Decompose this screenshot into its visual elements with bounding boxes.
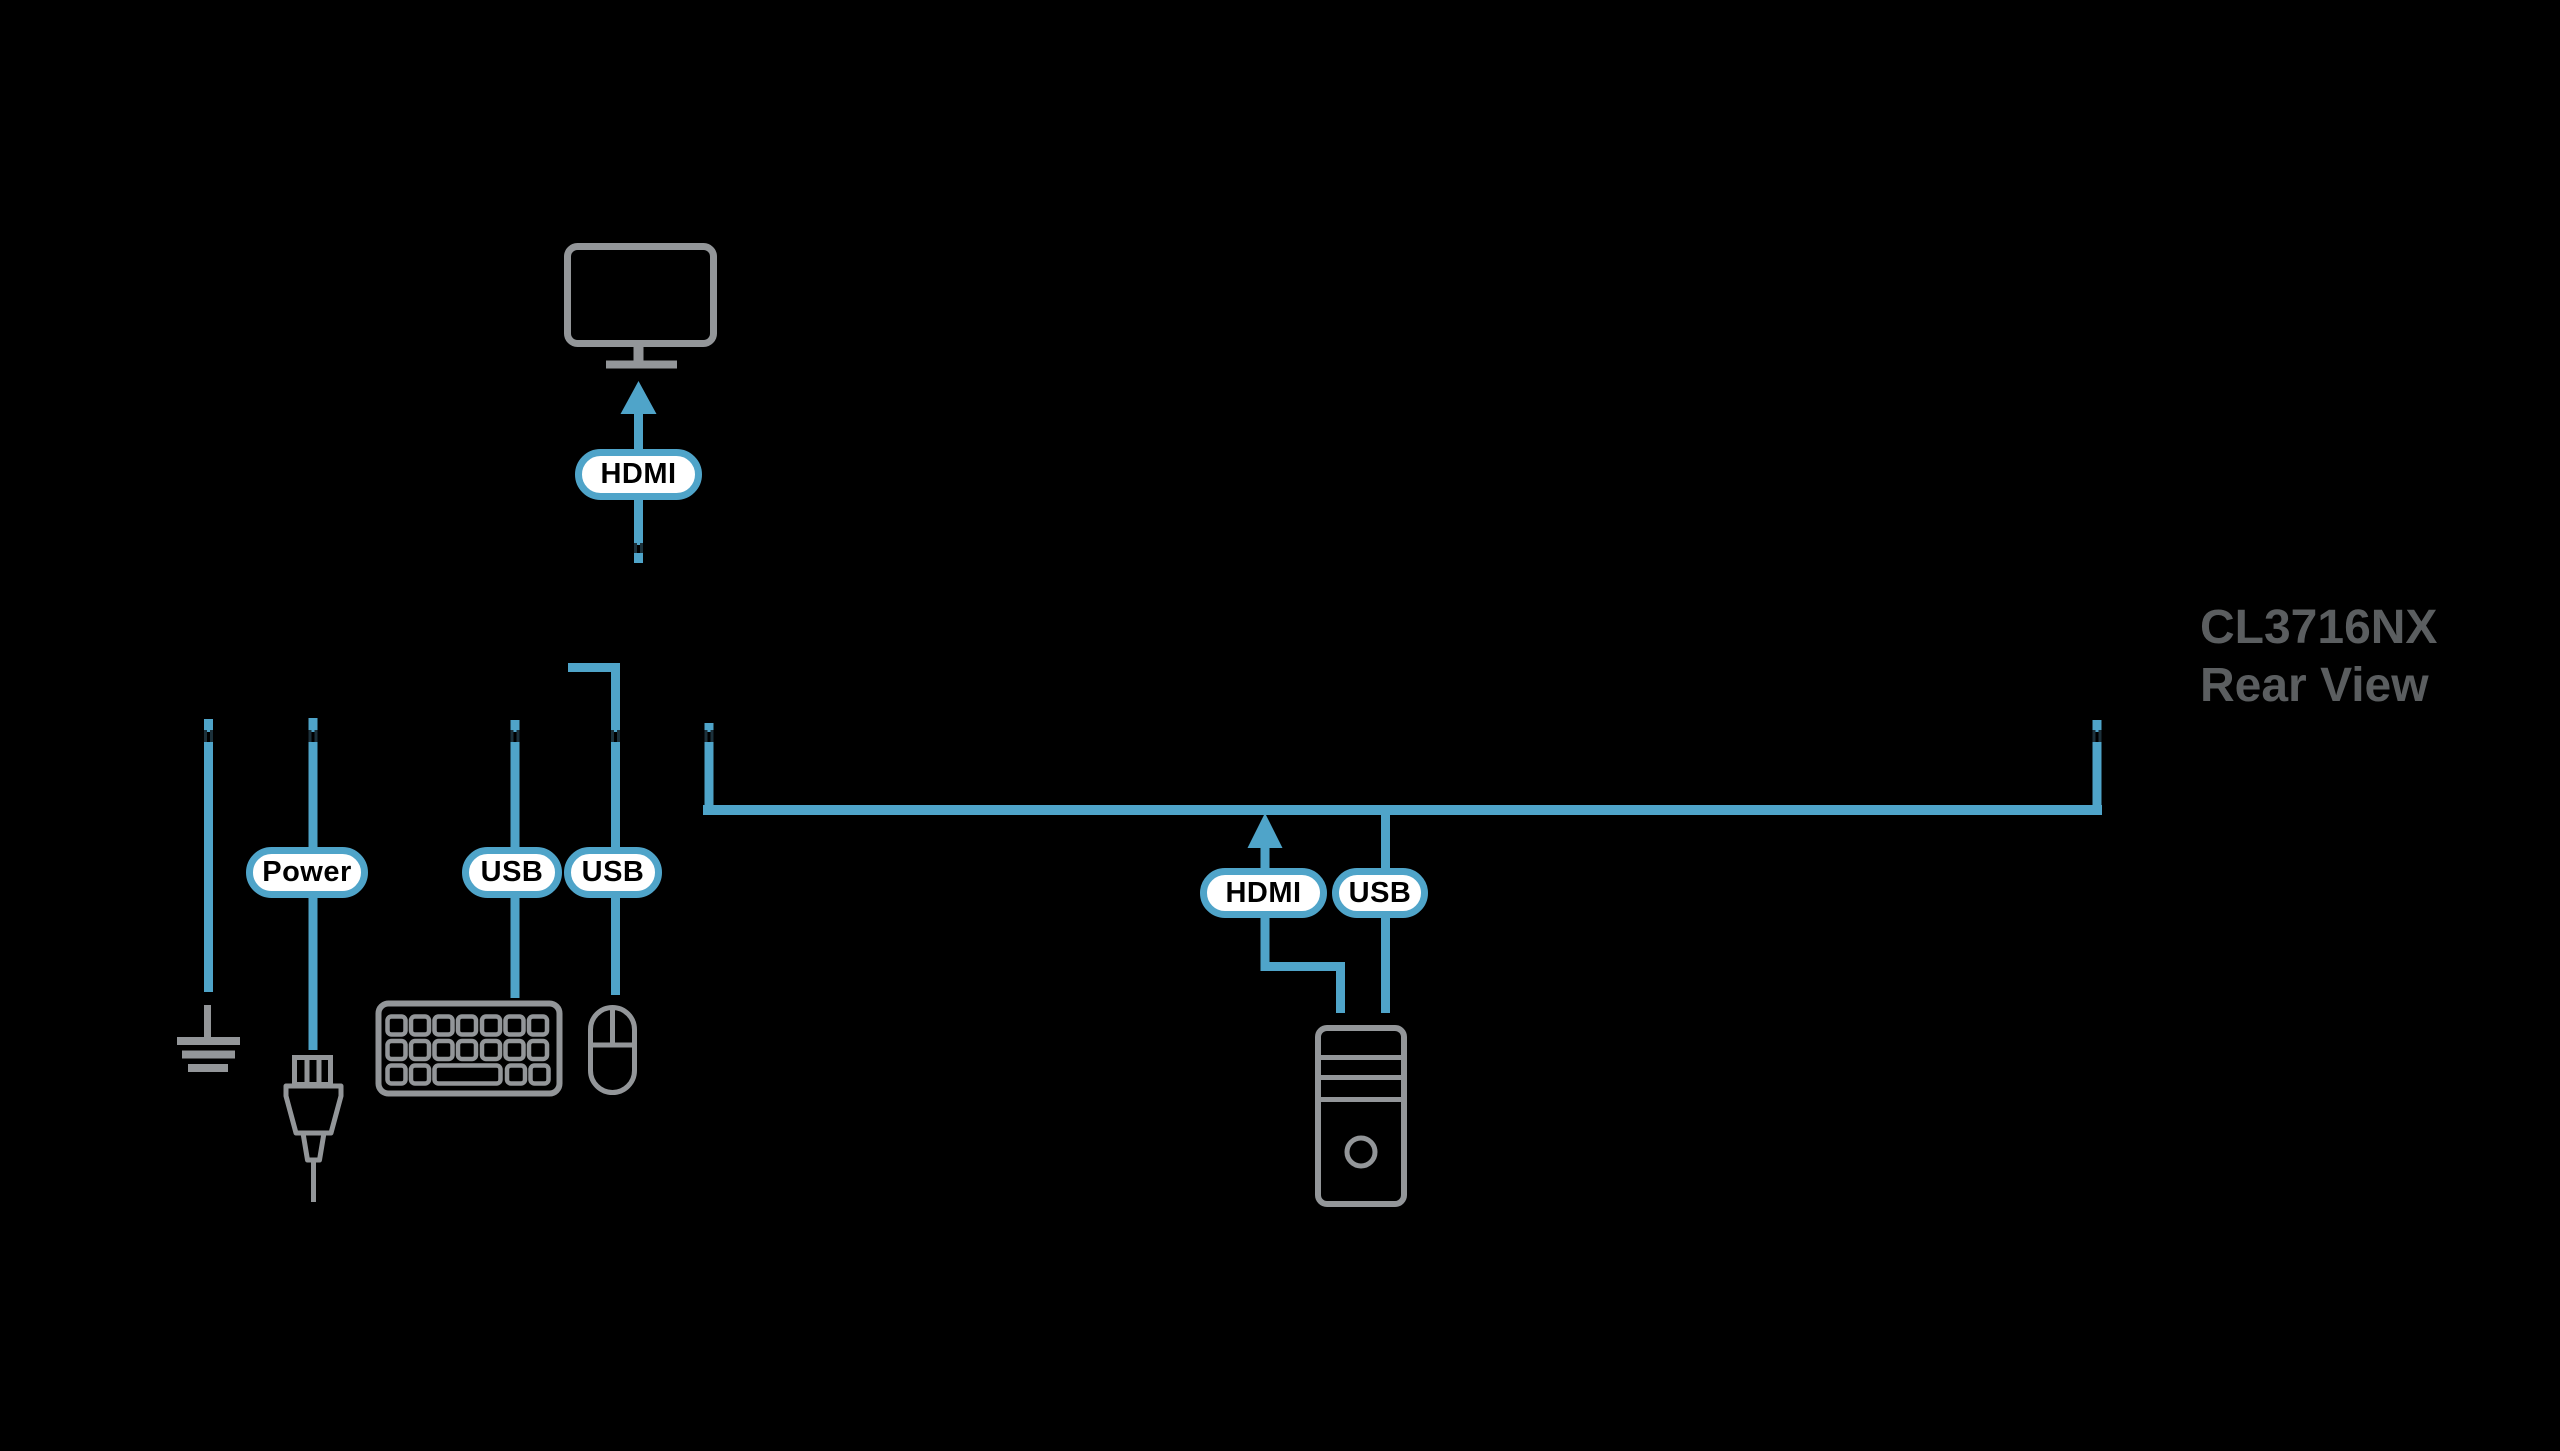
label-usb-cpu: USB xyxy=(1332,868,1428,918)
label-hdmi-monitor-text: HDMI xyxy=(600,458,677,490)
label-hdmi-cpu-text: HDMI xyxy=(1225,876,1302,909)
up-arrow-icon xyxy=(1247,813,1283,848)
computer-tower-icon xyxy=(1315,1025,1407,1207)
label-hdmi-monitor: HDMI xyxy=(575,449,702,500)
ground-cable xyxy=(204,719,213,992)
power-plug-icon xyxy=(283,1055,344,1202)
label-usb-cpu-text: USB xyxy=(1348,876,1412,909)
label-power: Power xyxy=(246,847,368,898)
monitor-hdmi-cable xyxy=(620,381,657,563)
grounding-wire-icon xyxy=(177,1005,240,1072)
up-arrow-icon xyxy=(620,381,657,414)
mouse-usb-cable xyxy=(568,663,620,995)
label-hdmi-cpu: HDMI xyxy=(1200,868,1327,918)
device-view-label: Rear View xyxy=(2200,659,2429,712)
monitor-icon xyxy=(564,243,717,369)
cpu-hdmi-cable xyxy=(1247,813,1345,1013)
label-power-text: Power xyxy=(262,856,352,888)
device-title: CL3716NX Rear View xyxy=(2200,599,2437,715)
device-model: CL3716NX xyxy=(2200,601,2438,654)
label-usb-mouse-text: USB xyxy=(581,856,645,888)
kvm-cable-bracket xyxy=(703,720,2102,815)
keyboard-icon xyxy=(375,1000,563,1097)
label-usb-keyboard: USB xyxy=(462,847,562,898)
label-usb-keyboard-text: USB xyxy=(480,856,544,888)
mouse-icon xyxy=(588,1005,637,1095)
label-usb-mouse: USB xyxy=(564,847,662,898)
